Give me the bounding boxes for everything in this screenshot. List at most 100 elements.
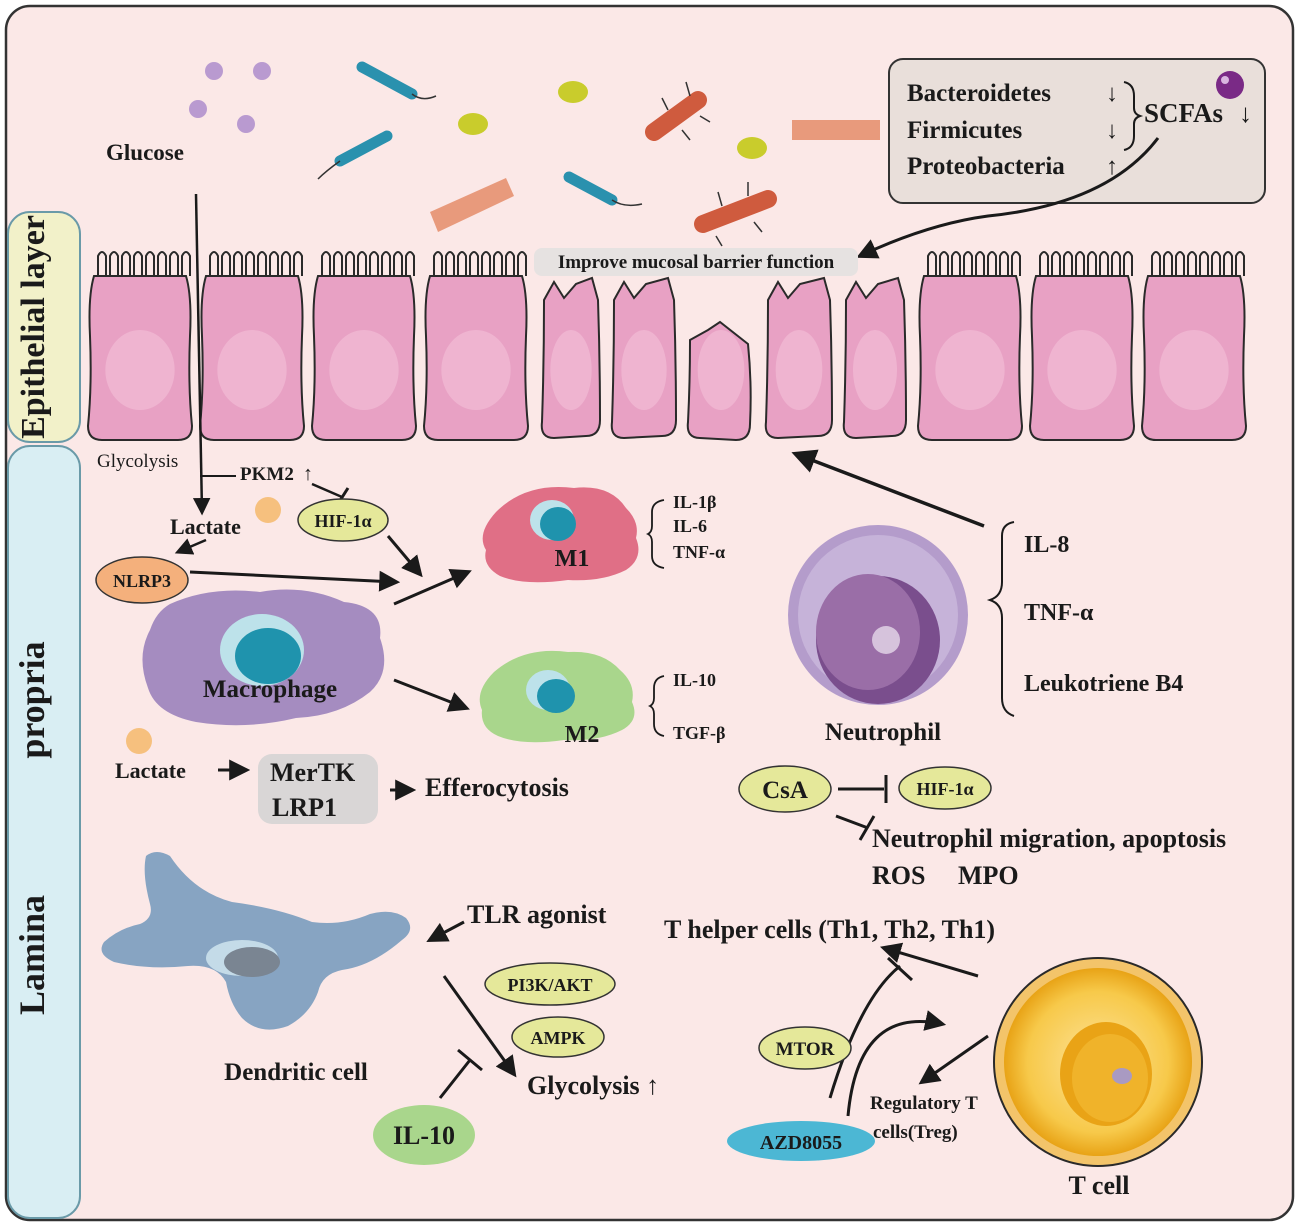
microvillus bbox=[1235, 251, 1245, 276]
tcell-label: T cell bbox=[1069, 1171, 1130, 1200]
macrophage-label: Macrophage bbox=[203, 676, 337, 703]
coccus bbox=[558, 81, 588, 103]
treg-label-2: cells(Treg) bbox=[873, 1122, 958, 1143]
m1-cytokine: IL-1β bbox=[673, 492, 717, 512]
nlrp3-label: NLRP3 bbox=[113, 571, 171, 591]
lactate-particle bbox=[126, 728, 152, 754]
microvillus bbox=[469, 251, 479, 276]
phylum-label: Proteobacteria bbox=[907, 153, 1065, 180]
barrier-label: Improve mucosal barrier function bbox=[558, 252, 835, 273]
epithelial-cell-highlight bbox=[853, 330, 897, 410]
mtor-pill bbox=[758, 1026, 852, 1070]
azd-label: AZD8055 bbox=[760, 1132, 842, 1154]
rod-bacterium bbox=[356, 61, 418, 100]
efferocytosis-label: Efferocytosis bbox=[425, 773, 569, 802]
migration-label: Neutrophil migration, apoptosis bbox=[872, 824, 1226, 853]
red-bacterium bbox=[645, 91, 707, 141]
microvillus bbox=[493, 251, 503, 276]
flat-bacterium bbox=[792, 120, 880, 140]
neutrophil-cytokine: IL-8 bbox=[1024, 532, 1069, 558]
m1-cytokine: TNF-α bbox=[673, 542, 725, 562]
m1-cytokine: IL-6 bbox=[673, 516, 707, 536]
microvillus bbox=[1199, 251, 1209, 276]
microvillus bbox=[939, 251, 949, 276]
microvillus bbox=[1175, 251, 1185, 276]
pi3k-pill bbox=[484, 962, 616, 1006]
ampk-label: AMPK bbox=[531, 1028, 586, 1048]
m2-nucleus bbox=[537, 679, 575, 713]
microvillus bbox=[181, 251, 191, 276]
phylum-label: Bacteroidetes bbox=[907, 80, 1051, 107]
microvillus bbox=[321, 251, 331, 276]
scfa-molecule-icon bbox=[1216, 71, 1244, 99]
microvillus bbox=[257, 251, 267, 276]
microvillus bbox=[1087, 251, 1097, 276]
epithelial-cell-highlight bbox=[697, 330, 745, 410]
m2-cytokine: IL-10 bbox=[673, 670, 716, 690]
microvillus bbox=[975, 251, 985, 276]
scfas-label: SCFAs bbox=[1144, 98, 1223, 128]
mpo-label: MPO bbox=[958, 861, 1019, 890]
microvillus bbox=[445, 251, 455, 276]
lactate-label: Lactate bbox=[170, 514, 241, 539]
hif-pill bbox=[297, 498, 389, 542]
pi3k-label: PI3K/AKT bbox=[507, 975, 592, 995]
microvillus bbox=[393, 251, 403, 276]
microvillus bbox=[1111, 251, 1121, 276]
microvillus bbox=[405, 251, 415, 276]
ros-label: ROS bbox=[872, 861, 925, 890]
rod-bacterium bbox=[563, 171, 618, 206]
epithelial-cell-highlight bbox=[105, 330, 175, 410]
phylum-arrow: ↓ bbox=[1106, 118, 1118, 144]
microvillus bbox=[1123, 251, 1133, 276]
epithelial-cell-highlight bbox=[329, 330, 399, 410]
microvillus bbox=[1051, 251, 1061, 276]
ampk-pill bbox=[511, 1016, 605, 1058]
lrp1-label: LRP1 bbox=[272, 793, 337, 822]
treg-label-1: Regulatory T bbox=[870, 1093, 978, 1114]
macrophage-nucleus bbox=[235, 628, 301, 684]
pkm2-label: PKM2 bbox=[240, 464, 294, 485]
microvillus bbox=[209, 251, 219, 276]
epithelium bbox=[86, 251, 1248, 442]
microvillus bbox=[481, 251, 491, 276]
scfas-arrow: ↓ bbox=[1239, 99, 1252, 128]
microvillus bbox=[381, 251, 391, 276]
csa-label: CsA bbox=[762, 777, 808, 804]
neutrophil-hif-label: HIF-1α bbox=[916, 779, 973, 799]
microvillus bbox=[963, 251, 973, 276]
coccus bbox=[458, 113, 488, 135]
dc-glycolysis-label: Glycolysis ↑ bbox=[527, 1071, 659, 1100]
mtor-label: MTOR bbox=[776, 1039, 835, 1060]
microvillus bbox=[1011, 251, 1021, 276]
microvillus bbox=[987, 251, 997, 276]
microvillus bbox=[457, 251, 467, 276]
microvillus bbox=[333, 251, 343, 276]
neutrophil-label: Neutrophil bbox=[825, 719, 941, 746]
neutrophil-cytokine: Leukotriene B4 bbox=[1024, 671, 1183, 697]
rod-bacterium bbox=[334, 130, 393, 167]
microvillus bbox=[281, 251, 291, 276]
microvillus bbox=[927, 251, 937, 276]
microvillus bbox=[109, 251, 119, 276]
microvillus bbox=[133, 251, 143, 276]
lactate-bottom-label: Lactate bbox=[115, 758, 186, 783]
lactate-particle bbox=[255, 497, 281, 523]
dendritic-label: Dendritic cell bbox=[224, 1059, 368, 1086]
microvillus bbox=[1099, 251, 1109, 276]
epithelial-cell-highlight bbox=[935, 330, 1005, 410]
lamina-propria-tab bbox=[7, 445, 81, 1219]
coccus bbox=[737, 137, 767, 159]
neutrophil-hif-pill bbox=[898, 766, 992, 810]
helper-label: T helper cells (Th1, Th2, Th1) bbox=[664, 915, 995, 944]
microvillus bbox=[1163, 251, 1173, 276]
glucose-particle bbox=[205, 62, 223, 80]
mertk-label: MerTK bbox=[270, 758, 356, 787]
microbiota-list: Bacteroidetes ↓ Firmicutes ↓ Proteobacte… bbox=[907, 80, 1118, 180]
flat-bacterium bbox=[430, 178, 514, 232]
epithelial-cell-highlight bbox=[217, 330, 287, 410]
azd-pill bbox=[727, 1121, 875, 1161]
glucose-arrow bbox=[192, 193, 211, 516]
microvillus bbox=[293, 251, 303, 276]
